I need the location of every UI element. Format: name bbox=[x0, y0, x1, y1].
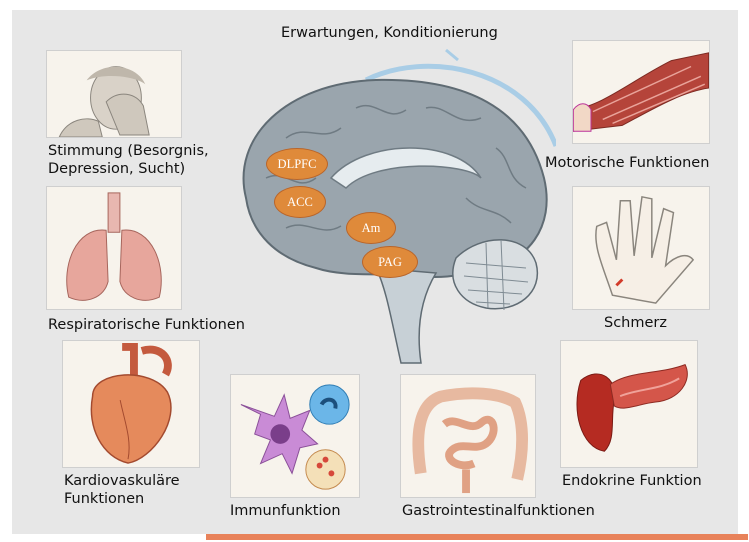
immune-image bbox=[230, 374, 360, 498]
label-gastro: Gastrointestinalfunktionen bbox=[402, 502, 595, 520]
cerebellum bbox=[453, 240, 538, 309]
label-pain: Schmerz bbox=[604, 314, 667, 332]
motor-image bbox=[572, 40, 710, 144]
region-pag: PAG bbox=[362, 246, 418, 278]
endocrine-image bbox=[560, 340, 698, 468]
label-mood: Stimmung (Besorgnis, Depression, Sucht) bbox=[48, 142, 209, 178]
label-respiratory: Respiratorische Funktionen bbox=[48, 316, 245, 334]
cardio-image bbox=[62, 340, 200, 468]
region-am: Am bbox=[346, 212, 396, 244]
mood-image bbox=[46, 50, 182, 138]
region-dlpfc: DLPFC bbox=[266, 148, 328, 180]
label-expectations: Erwartungen, Konditionierung bbox=[281, 24, 498, 42]
accent-bar bbox=[206, 534, 748, 540]
brainstem bbox=[376, 268, 436, 363]
label-cardio: Kardiovaskuläre Funktionen bbox=[64, 472, 180, 508]
pain-image bbox=[572, 186, 710, 310]
label-immune: Immunfunktion bbox=[230, 502, 341, 520]
label-motor: Motorische Funktionen bbox=[545, 154, 709, 172]
label-endocrine: Endokrine Funktion bbox=[562, 472, 702, 490]
region-acc: ACC bbox=[274, 186, 326, 218]
gastro-image bbox=[400, 374, 536, 498]
respiratory-image bbox=[46, 186, 182, 310]
